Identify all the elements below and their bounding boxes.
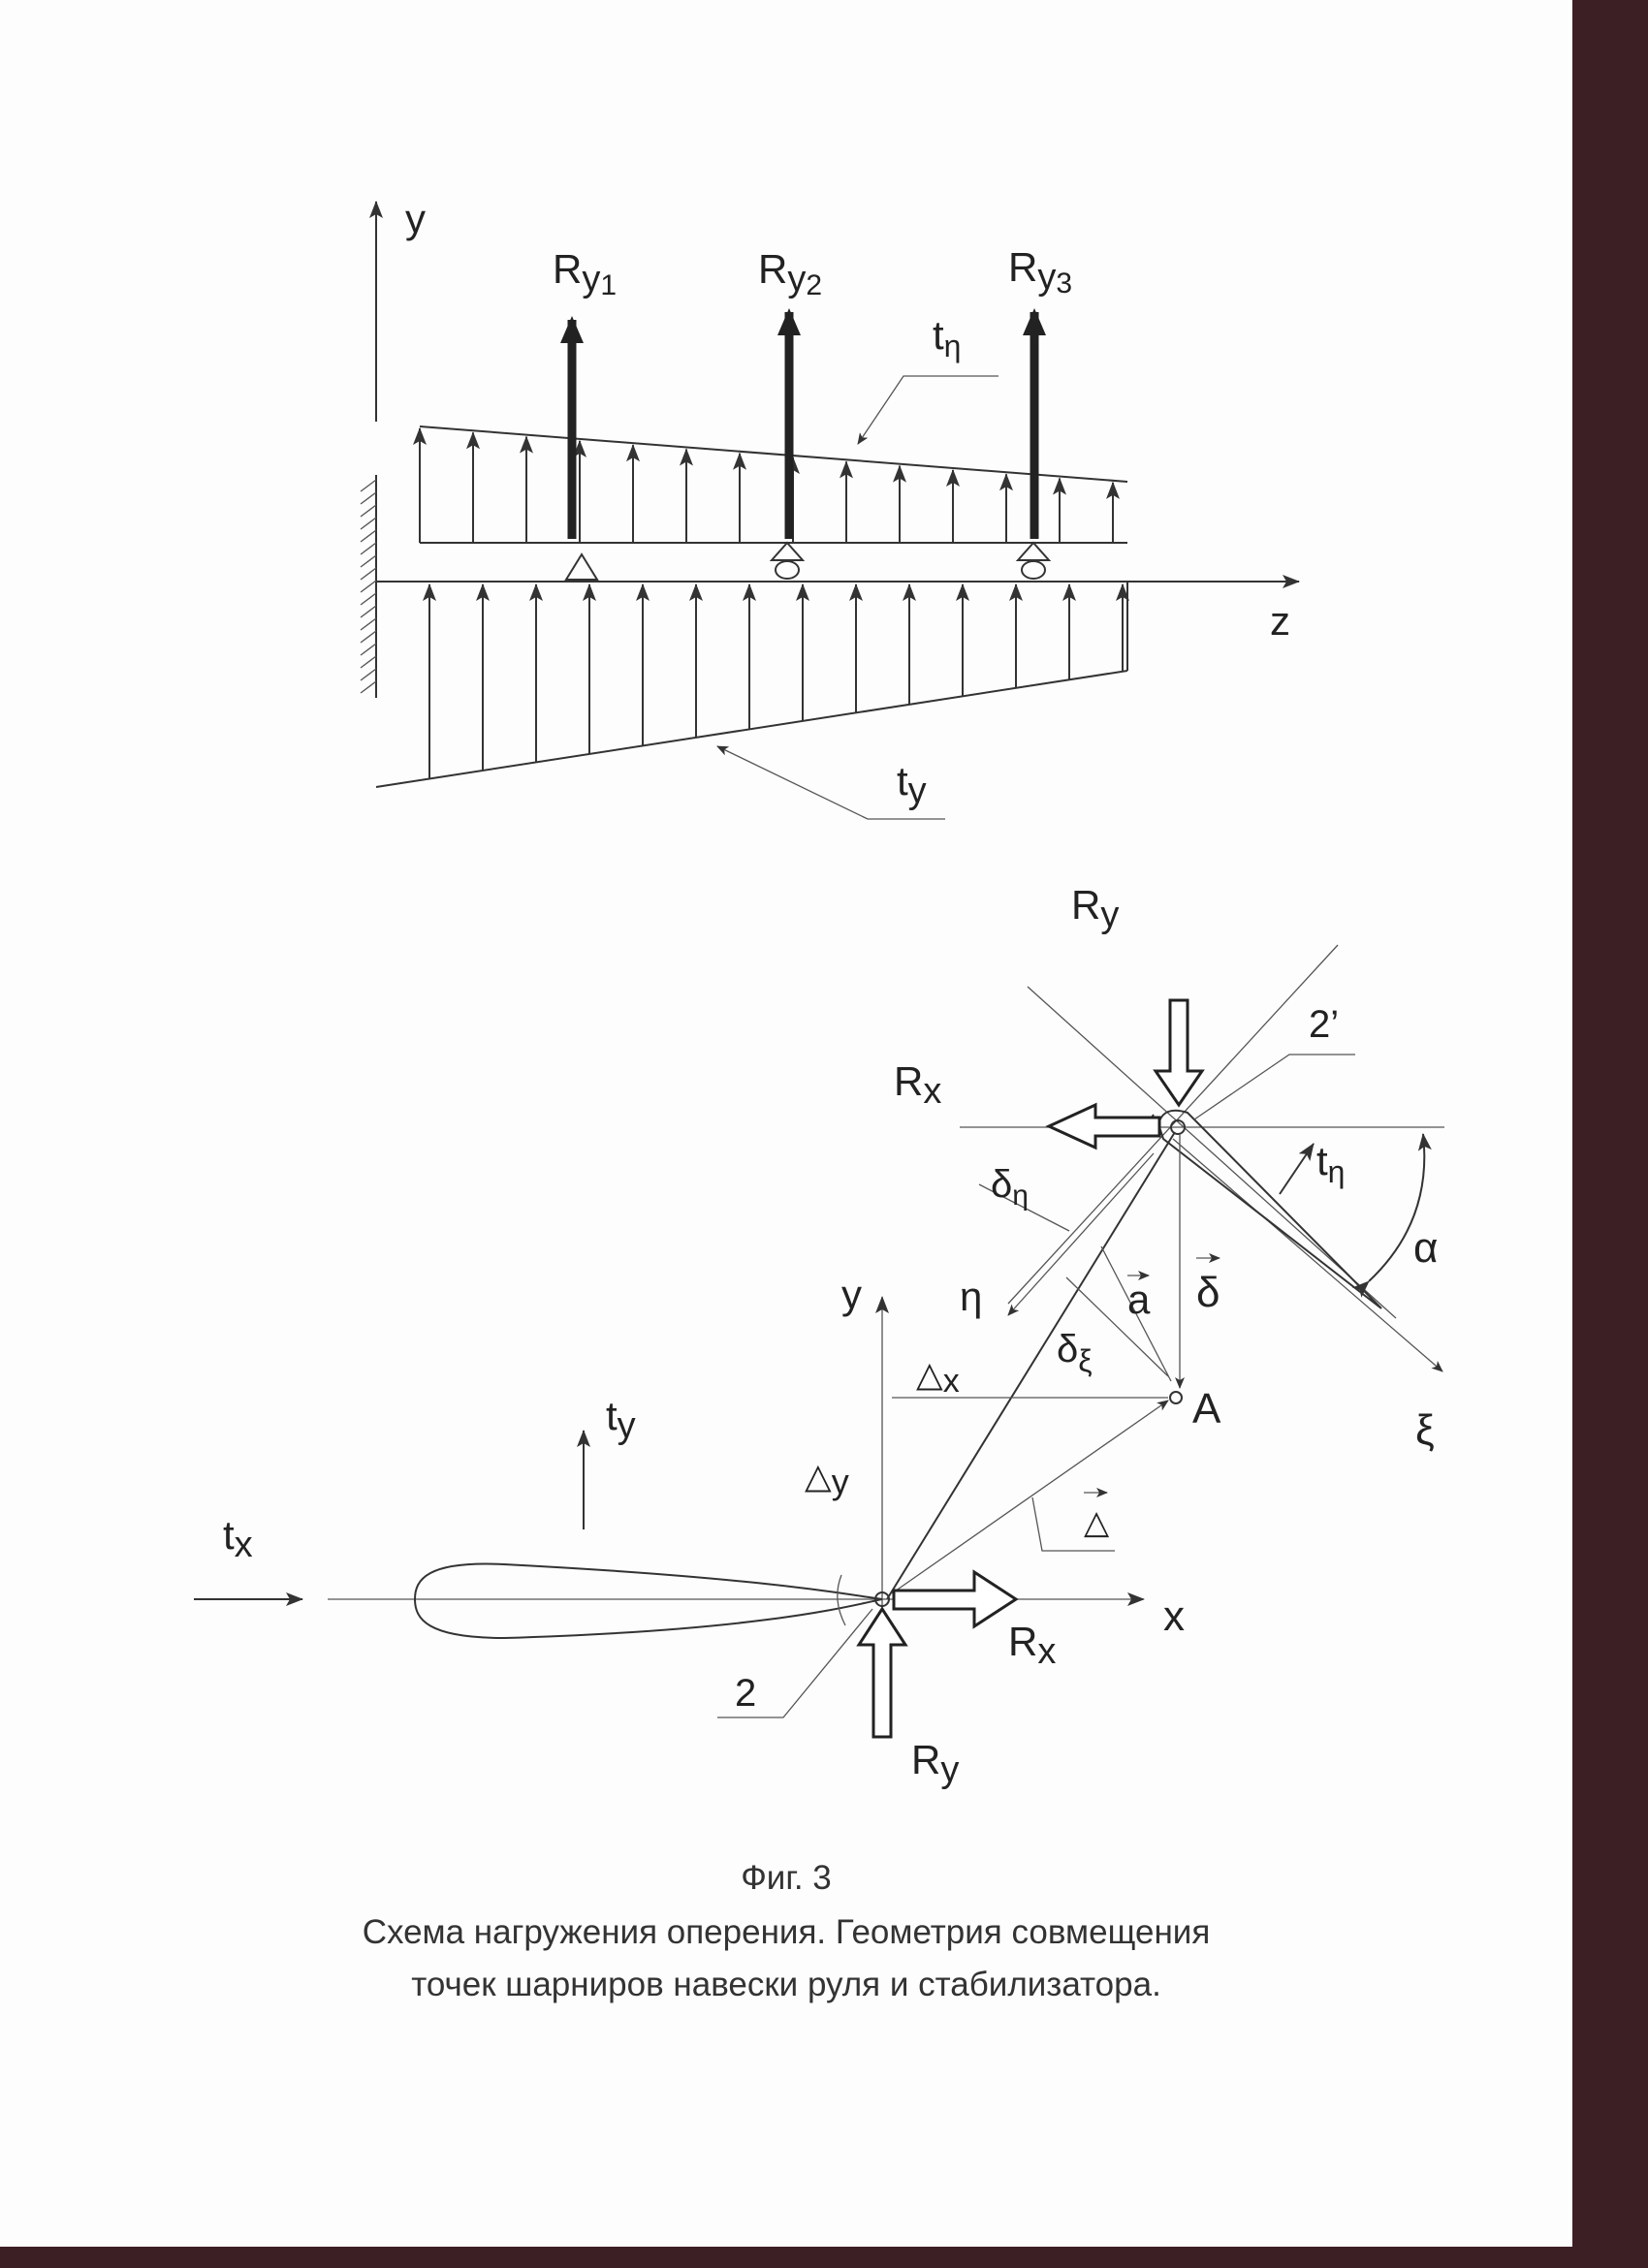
support-roller-3 <box>1015 541 1052 580</box>
wall-hatch-line <box>360 491 377 505</box>
rx-top-label: Rx <box>894 1058 941 1112</box>
delta-xi-projection <box>1065 1276 1169 1377</box>
support-roller-2 <box>769 541 806 580</box>
wall-hatch-line <box>360 554 377 568</box>
label-2prime-leader <box>1193 1054 1355 1120</box>
wall-hatch-line <box>360 668 377 681</box>
wall-hatch-line <box>360 680 377 694</box>
fixed-wall <box>360 475 377 698</box>
wall-hatch-line <box>360 479 377 492</box>
rx-bottom-arrow <box>892 1569 1019 1629</box>
vector-a-label: a <box>1127 1276 1151 1322</box>
xi-label: ξ <box>1415 1406 1435 1454</box>
t-eta-leader <box>857 375 998 445</box>
delta-displacement-vector <box>891 1400 1169 1594</box>
y-axis-bottom-label: y <box>841 1272 862 1317</box>
t-eta-label: tη <box>933 312 961 363</box>
t-eta-arrow <box>1279 1143 1315 1195</box>
delta-x-label: △x <box>916 1354 960 1400</box>
delta-vector-leader <box>1031 1496 1115 1552</box>
hinge-offset-line <box>886 1131 1176 1600</box>
delta-vector-label: △ <box>1084 1504 1110 1541</box>
wall-hatch-line <box>360 529 377 543</box>
eta-construction-line <box>1007 944 1339 1305</box>
support-pin-1 <box>564 552 599 581</box>
a-vector-guide <box>1100 1245 1172 1382</box>
rx-bottom-label: Rx <box>1008 1619 1056 1672</box>
eta-label: η <box>960 1274 982 1319</box>
label-2: 2 <box>735 1672 756 1715</box>
y-load-distribution <box>375 582 1129 788</box>
wall-hatch-line <box>360 517 377 530</box>
hinge-geometry-diagram: Ry Rx 2’ tη α δη η a δ y x △x δξ A ξ <box>194 882 1444 1790</box>
x-axis-bottom-label: x <box>1163 1592 1185 1640</box>
delta-eta-leader <box>978 1183 1070 1232</box>
alpha-label: α <box>1413 1224 1438 1272</box>
scan-edge-right <box>1572 0 1648 2268</box>
wall-hatch-line <box>360 542 377 555</box>
point-a <box>1169 1391 1183 1404</box>
wall-hatch-line <box>360 630 377 644</box>
spanwise-load-diagram: y z <box>360 196 1300 820</box>
delta-eta-label: δη <box>991 1163 1029 1212</box>
ry-top-arrow <box>1153 998 1205 1108</box>
reaction-label-1: Ry1 <box>553 246 617 301</box>
ry-top-label: Ry <box>1071 882 1119 935</box>
reaction-label-2: Ry2 <box>758 246 822 301</box>
ry-bottom-label: Ry <box>911 1737 959 1790</box>
alpha-arc <box>1351 1133 1432 1298</box>
vector-delta-label: δ <box>1196 1269 1220 1316</box>
delta-xi-label: δξ <box>1057 1328 1093 1378</box>
hinge-point-2 <box>874 1591 890 1607</box>
hinge-point-2prime <box>1170 1119 1186 1135</box>
stabilizer-airfoil <box>413 1562 883 1640</box>
rudder-section <box>1157 1109 1382 1309</box>
wall-hatch-line <box>360 617 377 631</box>
eta-load-distribution <box>413 425 1128 544</box>
wall-hatch-line <box>360 567 377 581</box>
airfoil-hinge-cutline <box>837 1574 846 1626</box>
label-2-leader <box>717 1608 873 1718</box>
wall-hatch-line <box>360 580 377 593</box>
y-axis-label: y <box>405 196 426 241</box>
wall-hatch-line <box>360 643 377 656</box>
rx-top-arrow <box>1045 1102 1161 1150</box>
wall-hatch-line <box>360 605 377 618</box>
t-y-bottom-label: ty <box>606 1393 636 1446</box>
delta-y-label: △y <box>805 1456 849 1501</box>
caption-line-1: Схема нагружения оперения. Геометрия сов… <box>362 1913 1211 1951</box>
xi-axis <box>1172 1138 1443 1372</box>
wall-hatch-line <box>360 592 377 606</box>
t-eta-rudder-label: tη <box>1316 1138 1345 1189</box>
z-axis-label: z <box>1270 598 1290 644</box>
t-y-label: ty <box>897 758 927 811</box>
t-x-label: tx <box>223 1512 253 1565</box>
figure-3-diagram: y z <box>194 196 1444 1790</box>
ry-bottom-arrow <box>856 1606 908 1739</box>
wall-hatch-line <box>360 655 377 669</box>
wall-hatch-line <box>360 504 377 518</box>
caption-line-2: точек шарниров навески руля и стабилизат… <box>411 1966 1161 2003</box>
t-y-leader <box>716 745 945 820</box>
eta-axis <box>1007 1152 1155 1316</box>
figure-number: Фиг. 3 <box>741 1859 832 1897</box>
point-a-label: A <box>1192 1385 1221 1433</box>
scan-edge-bottom <box>0 2247 1648 2268</box>
label-2prime: 2’ <box>1309 1003 1339 1046</box>
reaction-label-3: Ry3 <box>1008 244 1072 299</box>
xi-construction-line <box>1027 986 1397 1319</box>
